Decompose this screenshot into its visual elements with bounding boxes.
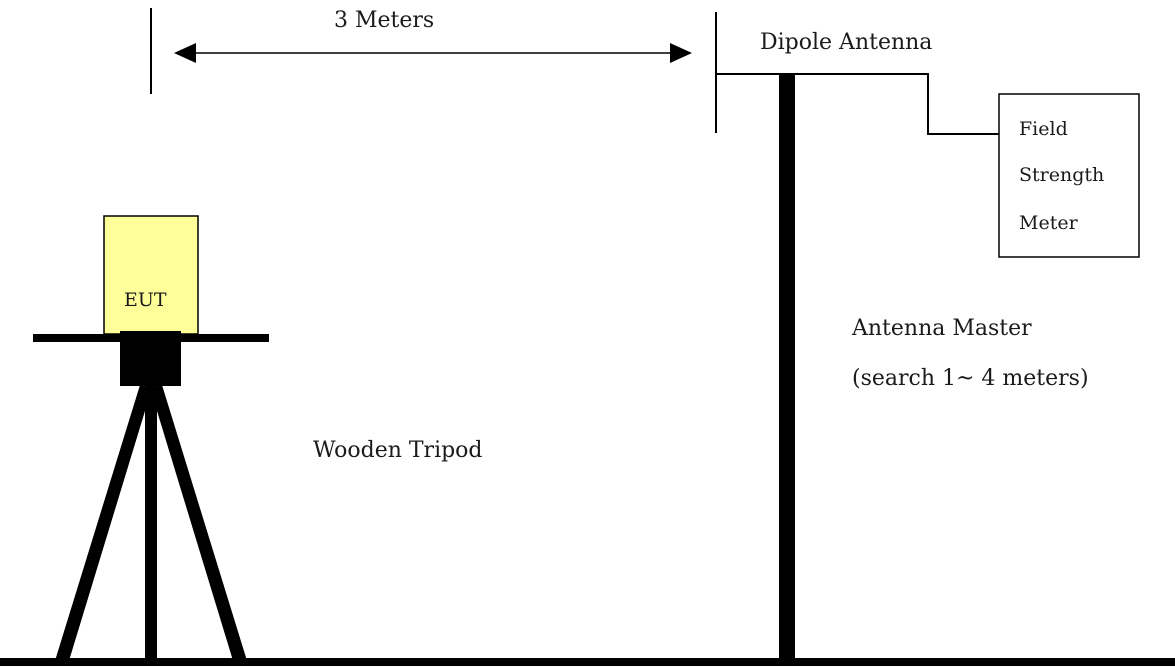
- dipole-antenna-label: Dipole Antenna: [760, 30, 933, 55]
- tripod-leg-right: [150, 385, 248, 664]
- tripod-head: [120, 331, 181, 386]
- tripod-legs: [54, 385, 248, 666]
- arrow-left-head: [174, 43, 196, 63]
- distance-arrow: [174, 43, 692, 63]
- antenna-mast: [779, 74, 795, 666]
- meter-label-line-1: Field: [1019, 118, 1068, 140]
- tripod-leg-center: [145, 385, 157, 666]
- meter-label-line-2: Strength: [1019, 164, 1105, 186]
- antenna-mast-label: Antenna Master: [852, 316, 1032, 341]
- wooden-tripod-label: Wooden Tripod: [313, 438, 483, 463]
- meter-label-line-3: Meter: [1019, 212, 1078, 234]
- eut-label: EUT: [124, 289, 167, 311]
- antenna-cable: [716, 73, 999, 135]
- distance-label: 3 Meters: [334, 8, 435, 33]
- tripod-leg-left: [54, 385, 152, 664]
- arrow-right-head: [670, 43, 692, 63]
- field-strength-meter-box: [998, 93, 1140, 258]
- eut-box: [103, 215, 199, 335]
- antenna-mast-range-label: (search 1~ 4 meters): [852, 366, 1089, 391]
